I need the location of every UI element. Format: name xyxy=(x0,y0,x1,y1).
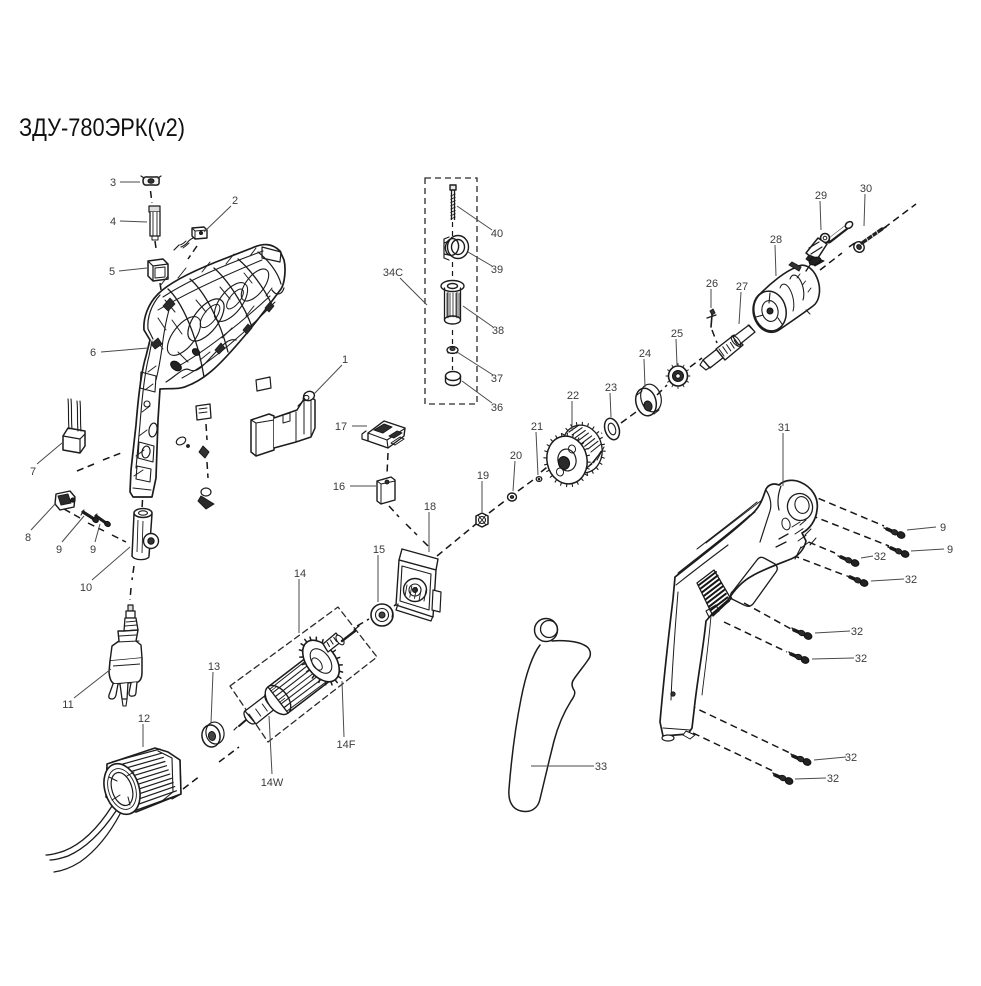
svg-text:30: 30 xyxy=(860,183,872,195)
svg-text:26: 26 xyxy=(706,278,718,290)
svg-text:22: 22 xyxy=(567,390,579,402)
svg-text:28: 28 xyxy=(770,234,782,246)
svg-text:31: 31 xyxy=(778,422,790,434)
svg-text:12: 12 xyxy=(138,713,150,725)
svg-text:14F: 14F xyxy=(337,739,356,751)
svg-text:4: 4 xyxy=(110,216,116,228)
svg-text:34C: 34C xyxy=(383,267,403,279)
svg-text:32: 32 xyxy=(855,653,867,665)
svg-text:32: 32 xyxy=(851,626,863,638)
svg-text:24: 24 xyxy=(639,348,651,360)
svg-text:21: 21 xyxy=(531,421,543,433)
svg-text:7: 7 xyxy=(30,466,36,478)
svg-text:2: 2 xyxy=(232,195,238,207)
svg-text:27: 27 xyxy=(736,281,748,293)
svg-text:6: 6 xyxy=(90,347,96,359)
svg-text:17: 17 xyxy=(335,421,347,433)
svg-text:29: 29 xyxy=(815,190,827,202)
svg-text:10: 10 xyxy=(80,582,92,594)
svg-text:37: 37 xyxy=(491,373,503,385)
svg-text:33: 33 xyxy=(595,761,607,773)
svg-text:20: 20 xyxy=(510,450,522,462)
svg-text:32: 32 xyxy=(845,752,857,764)
svg-text:ЗДУ-780ЭРК(v2): ЗДУ-780ЭРК(v2) xyxy=(19,114,185,142)
svg-text:9: 9 xyxy=(947,544,953,556)
svg-text:15: 15 xyxy=(373,544,385,556)
svg-text:36: 36 xyxy=(491,402,503,414)
svg-text:16: 16 xyxy=(333,481,345,493)
svg-text:13: 13 xyxy=(208,661,220,673)
svg-text:3: 3 xyxy=(110,177,116,189)
svg-text:9: 9 xyxy=(90,544,96,556)
svg-text:38: 38 xyxy=(492,325,504,337)
svg-text:1: 1 xyxy=(342,354,348,366)
svg-text:14W: 14W xyxy=(261,777,284,789)
svg-text:40: 40 xyxy=(491,228,503,240)
svg-text:18: 18 xyxy=(424,501,436,513)
svg-text:25: 25 xyxy=(671,328,683,340)
svg-text:19: 19 xyxy=(477,470,489,482)
svg-text:5: 5 xyxy=(109,266,115,278)
svg-text:9: 9 xyxy=(940,522,946,534)
svg-text:11: 11 xyxy=(62,699,73,711)
svg-text:9: 9 xyxy=(56,544,62,556)
svg-text:32: 32 xyxy=(905,574,917,586)
svg-text:32: 32 xyxy=(874,551,886,563)
svg-text:39: 39 xyxy=(491,264,503,276)
svg-text:14: 14 xyxy=(294,568,306,580)
svg-text:32: 32 xyxy=(827,773,839,785)
svg-text:8: 8 xyxy=(25,532,31,544)
svg-text:23: 23 xyxy=(605,382,617,394)
